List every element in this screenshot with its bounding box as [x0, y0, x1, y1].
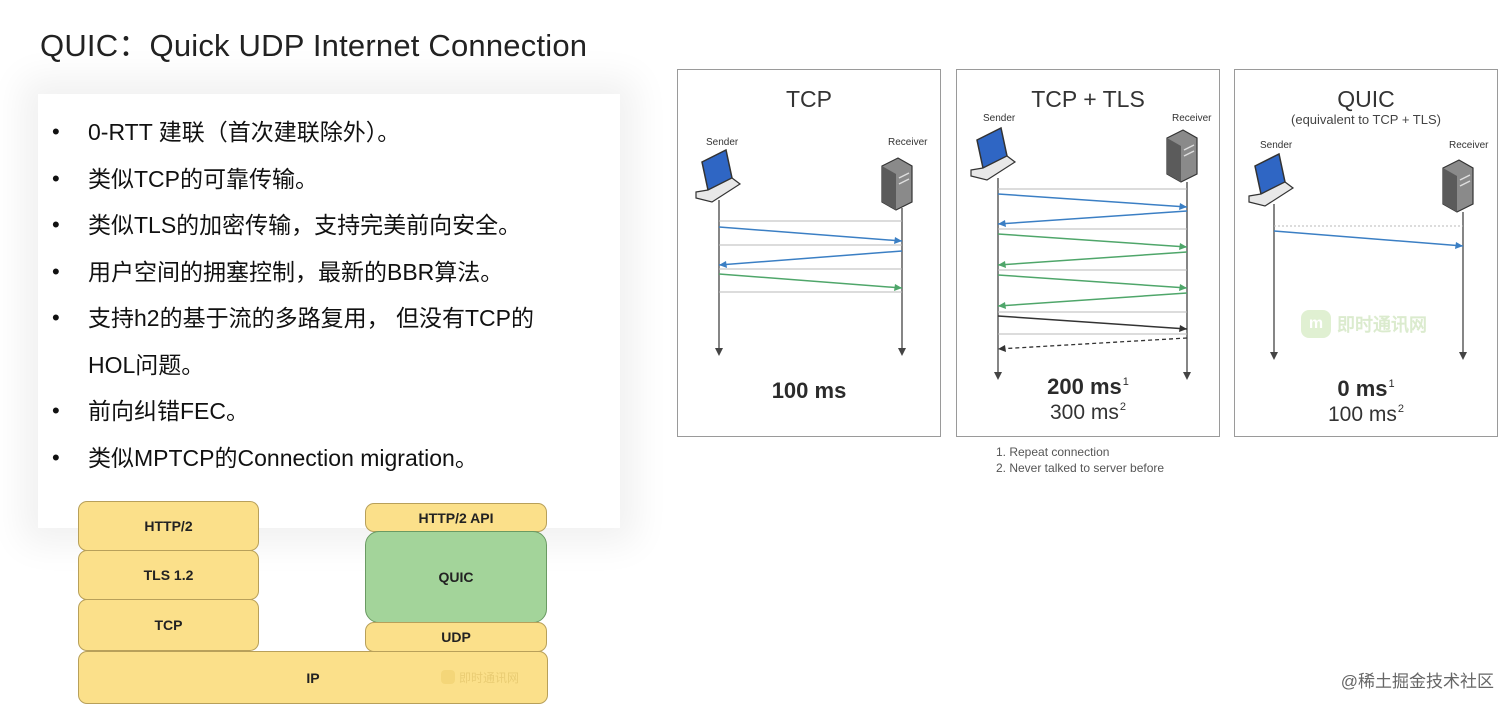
server-icon	[1442, 159, 1474, 213]
slide-title: QUIC：Quick UDP Internet Connection	[40, 28, 588, 63]
feature-item: 支持h2的基于流的多路复用， 但没有TCP的	[52, 295, 534, 342]
packet-arrow	[718, 250, 903, 266]
packet-arrow	[718, 273, 903, 289]
watermark-logo-icon: m	[1301, 310, 1331, 338]
layer-quic: QUIC	[365, 531, 547, 623]
layer-http2-api: HTTP/2 API	[365, 503, 547, 532]
layer-ip: IP	[78, 651, 548, 704]
footnote-ref: 1	[1388, 378, 1395, 390]
feature-item: 类似MPTCP的Connection migration。	[52, 435, 534, 482]
tcp-tls-sequence-diagram	[970, 126, 1198, 380]
latency-value-text: 100 ms	[771, 378, 847, 403]
panel-tcp-tls: TCP + TLS Sender Receiver	[956, 69, 1220, 437]
packet-arrow	[718, 226, 903, 242]
server-icon	[1166, 129, 1198, 183]
feature-item: 0-RTT 建联（首次建联除外）。	[52, 109, 534, 156]
feature-list: 0-RTT 建联（首次建联除外）。 类似TCP的可靠传输。 类似TLS的加密传输…	[52, 109, 534, 481]
feature-item: 用户空间的拥塞控制，最新的BBR算法。	[52, 249, 534, 296]
packet-arrow-dashed	[997, 337, 1188, 350]
panel-title: QUIC	[1337, 86, 1395, 112]
diagram-watermark: m 即时通讯网	[1301, 306, 1441, 342]
panel-tcp: TCP Sender Receiver 100 ms	[677, 69, 941, 437]
packet-arrow	[997, 210, 1188, 225]
packet-arrow	[1273, 230, 1464, 247]
panel-quic: QUIC (equivalent to TCP + TLS) Sender Re…	[1234, 69, 1498, 437]
footnotes: 1. Repeat connection 2. Never talked to …	[996, 444, 1164, 476]
footnote-2: 2. Never talked to server before	[996, 461, 1165, 475]
packet-arrow	[997, 193, 1188, 208]
feature-item-continuation: HOL问题。	[88, 351, 205, 378]
packet-arrow	[997, 274, 1188, 289]
sender-label: Sender	[706, 137, 739, 148]
quic-sequence-diagram	[1248, 152, 1474, 360]
packet-arrow	[997, 292, 1188, 307]
panel-title: TCP	[786, 86, 832, 112]
receiver-label: Receiver	[888, 137, 928, 148]
latency-first-text: 300 ms	[1050, 401, 1119, 424]
layer-udp: UDP	[365, 622, 547, 652]
layer-tcp: TCP	[78, 599, 259, 651]
receiver-label: Receiver	[1449, 140, 1489, 151]
feature-card: 0-RTT 建联（首次建联除外）。 类似TCP的可靠传输。 类似TLS的加密传输…	[38, 94, 620, 528]
latency-repeat: 200 ms1	[957, 374, 1219, 400]
sender-label: Sender	[983, 113, 1016, 124]
panel-title: TCP + TLS	[1031, 86, 1145, 112]
latency-first-text: 100 ms	[1328, 403, 1397, 426]
feature-item: 类似TCP的可靠传输。	[52, 156, 534, 203]
latency-first: 300 ms2	[957, 401, 1219, 425]
sender-label: Sender	[1260, 140, 1293, 151]
diagram-watermark-text: 即时通讯网	[1337, 315, 1427, 335]
laptop-icon	[970, 126, 1017, 181]
latency-value: 100 ms	[678, 378, 940, 404]
latency-first: 100 ms2	[1235, 403, 1497, 427]
credit-watermark: @稀土掘金技术社区	[1340, 672, 1494, 691]
latency-repeat-text: 0 ms	[1337, 376, 1388, 401]
packet-arrow	[997, 251, 1188, 266]
panel-subtitle: (equivalent to TCP + TLS)	[1291, 112, 1441, 127]
feature-item: 前向纠错FEC。	[52, 388, 534, 435]
footnote-1: 1. Repeat connection	[996, 445, 1110, 459]
server-icon	[881, 157, 913, 211]
tcp-sequence-diagram	[695, 148, 913, 356]
packet-arrow	[997, 315, 1188, 330]
laptop-icon	[1248, 152, 1295, 207]
footnote-ref: 1	[1122, 376, 1129, 388]
latency-repeat-text: 200 ms	[1047, 374, 1122, 399]
laptop-icon	[695, 148, 742, 203]
layer-tls: TLS 1.2	[78, 550, 259, 600]
packet-arrow	[997, 233, 1188, 248]
latency-repeat: 0 ms1	[1235, 376, 1497, 402]
layer-http2: HTTP/2	[78, 501, 259, 551]
receiver-label: Receiver	[1172, 113, 1212, 124]
feature-item: 类似TLS的加密传输，支持完美前向安全。	[52, 202, 534, 249]
footnote-ref: 2	[1397, 403, 1404, 415]
footnote-ref: 2	[1119, 401, 1126, 413]
